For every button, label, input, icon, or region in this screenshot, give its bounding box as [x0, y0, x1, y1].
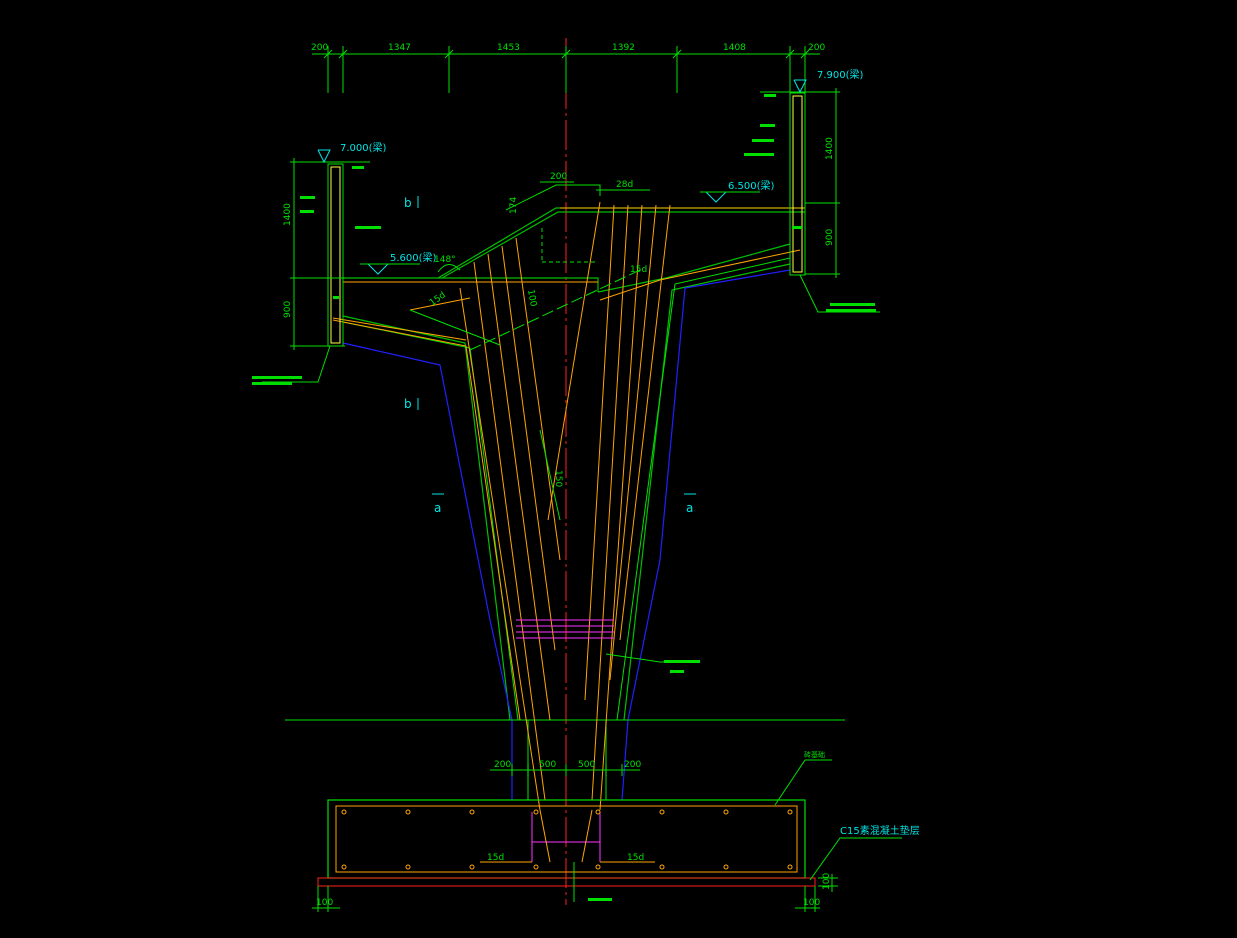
footing-dim-100-side: 100 [822, 873, 832, 890]
diag-dim-line [409, 309, 501, 346]
right-dim-1400: 1400 [825, 137, 835, 160]
left-beam-note-a [252, 376, 302, 379]
footing-dim-100-left: 100 [316, 898, 333, 908]
elev-mid-right-symbol [705, 191, 728, 203]
dim-15d-a: 15d [630, 265, 647, 275]
bottom-dim-1: 200 [494, 760, 511, 770]
left-dim-900: 900 [283, 301, 293, 318]
top-dim-2: 1347 [388, 43, 411, 53]
left-beam [290, 149, 370, 350]
footing-bottom-dims [312, 862, 838, 912]
footing [317, 799, 816, 887]
rebars [332, 201, 805, 811]
dim-15d-b: 15d [428, 290, 448, 308]
elev-left-top: 7.000(梁) [340, 141, 387, 154]
right-dim-900: 900 [825, 229, 835, 246]
stirrup-note-a [664, 660, 700, 663]
elev-left-mid-symbol [367, 263, 390, 275]
section-b-lower: b [404, 397, 412, 411]
footing-rebar-dots [341, 809, 793, 870]
section-a-right: a [686, 501, 693, 515]
angle-arc [437, 264, 461, 273]
brick-foundation-label: 砖基础 [804, 750, 825, 759]
footing-15d-right: 15d [627, 853, 644, 863]
top-dim-3: 1453 [497, 43, 520, 53]
left-dim-1400: 1400 [283, 203, 293, 226]
right-beam-note-b [826, 309, 876, 312]
elev-mid-right: 6.500(梁) [728, 179, 775, 192]
top-dim-6: 200 [808, 43, 825, 53]
left-beam-notes [300, 166, 381, 299]
c15-leader [809, 837, 902, 881]
brick-leader [774, 759, 832, 806]
footing-dim-100-right: 100 [803, 898, 820, 908]
stirrup-note-b [670, 670, 684, 673]
right-beam-note-a [830, 303, 875, 306]
section-a-left: a [434, 501, 441, 515]
bottom-dim-2: 500 [539, 760, 556, 770]
angle-148: 148° [434, 255, 456, 265]
right-beam-notes [744, 94, 802, 229]
right-beam [760, 79, 840, 278]
dim-100: 100 [525, 289, 538, 308]
bottom-dimension-chain [490, 764, 640, 776]
pier-outline [342, 207, 805, 800]
right-beam-leader [799, 274, 880, 313]
elev-left-mid: 5.600(梁) [390, 251, 437, 264]
top-dimension-chain [312, 46, 820, 93]
c15-label: C15素混凝土垫层 [840, 824, 920, 837]
bottom-dim-4: 200 [624, 760, 641, 770]
mid-dim-line [539, 429, 561, 521]
top-dim-5: 1408 [723, 43, 746, 53]
dim-28d: 28d [616, 180, 633, 190]
dim-150: 150 [553, 470, 563, 487]
footing-15d-left: 15d [487, 853, 504, 863]
section-b-upper: b [404, 196, 412, 210]
left-beam-note-b [252, 382, 292, 385]
dim-174: 174 [509, 197, 519, 214]
stirrups [516, 619, 614, 843]
bottom-dim-3: 500 [578, 760, 595, 770]
axis-bottom-note [588, 898, 612, 901]
top-dim-4: 1392 [612, 43, 635, 53]
top-dim-1: 200 [311, 43, 328, 53]
elev-right-top: 7.900(梁) [817, 68, 864, 81]
outer-blue-lines [342, 269, 791, 801]
dim-200: 200 [550, 172, 567, 182]
